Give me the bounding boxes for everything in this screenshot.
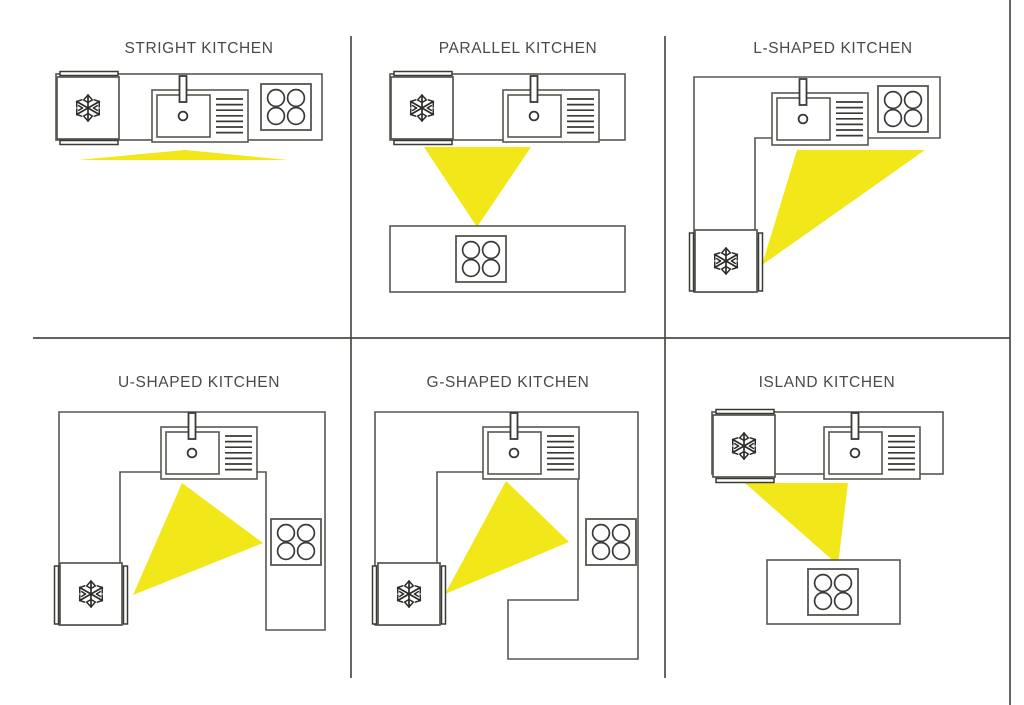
panel-title-g-shaped-kitchen: G-SHAPED KITCHEN — [427, 374, 590, 391]
panel-title-island-kitchen: ISLAND KITCHEN — [759, 374, 896, 391]
refrigerator-l-shaped — [690, 230, 763, 292]
cooktop-parallel — [455, 235, 507, 283]
panel-title-parallel-kitchen: PARALLEL KITCHEN — [439, 40, 598, 57]
panel-l-shaped-kitchen: L-SHAPED KITCHEN — [690, 40, 941, 292]
refrigerator-island — [713, 410, 775, 483]
panel-stright-kitchen: STRIGHT KITCHEN — [55, 40, 323, 160]
refrigerator-stright — [57, 72, 119, 145]
cooktop-island — [807, 568, 859, 616]
cooktop-g-shaped — [585, 518, 637, 566]
work-triangle-parallel — [424, 147, 531, 227]
cooktop-stright — [260, 83, 312, 131]
panel-parallel-kitchen: PARALLEL KITCHEN — [389, 40, 626, 293]
work-triangle-u-shaped — [133, 483, 263, 595]
work-triangle-stright — [78, 150, 288, 160]
panel-title-u-shaped-kitchen: U-SHAPED KITCHEN — [118, 374, 280, 391]
panel-island-kitchen: ISLAND KITCHEN — [711, 374, 944, 625]
panel-u-shaped-kitchen: U-SHAPED KITCHEN — [55, 374, 326, 631]
work-triangle-l-shaped — [762, 150, 925, 265]
refrigerator-u-shaped — [55, 563, 128, 625]
work-triangle-island — [745, 483, 848, 565]
work-triangle-g-shaped — [445, 481, 569, 594]
cooktop-l-shaped — [877, 85, 929, 133]
counter-run-parallel-bottom — [389, 225, 626, 293]
panel-title-l-shaped-kitchen: L-SHAPED KITCHEN — [753, 40, 912, 57]
refrigerator-g-shaped — [373, 563, 446, 625]
panel-title-stright-kitchen: STRIGHT KITCHEN — [124, 40, 273, 57]
cooktop-u-shaped — [270, 518, 322, 566]
panel-g-shaped-kitchen: G-SHAPED KITCHEN — [373, 374, 639, 660]
refrigerator-parallel — [391, 72, 453, 145]
panel-grid-dividers — [33, 0, 1011, 705]
